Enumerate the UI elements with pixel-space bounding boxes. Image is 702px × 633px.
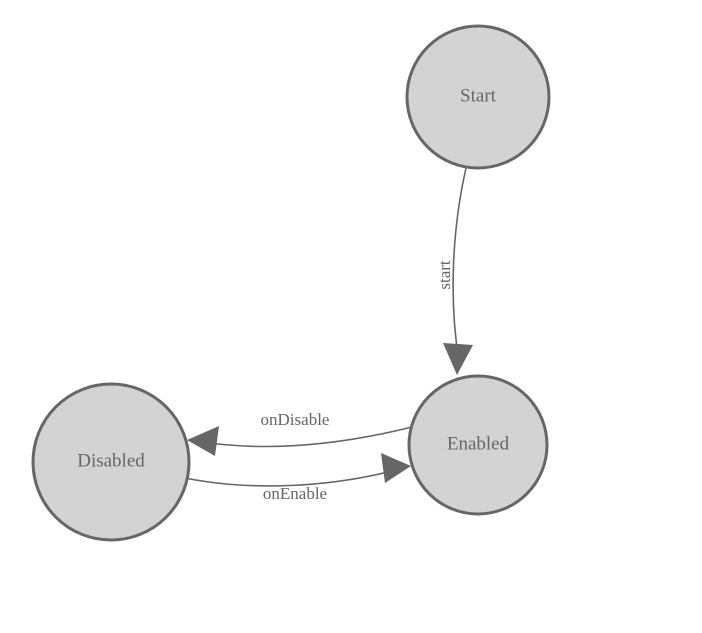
state-node-start-circle [405,24,551,170]
state-node-enabled[interactable]: Enabled [407,374,549,516]
state-node-enabled-circle [407,374,549,516]
state-node-enabled-label: Enabled [447,433,510,454]
edge-enabled-to-disabled[interactable]: onDisable [187,410,413,456]
edge-line-onenable [179,469,397,487]
edge-label-start: start [435,260,454,290]
edge-start-to-enabled[interactable]: start [435,167,473,375]
state-node-disabled-circle [31,382,191,542]
edge-line-ondisable [201,426,413,448]
edge-label-ondisable: onDisable [261,410,330,429]
state-node-disabled[interactable]: Disabled [31,382,191,542]
edge-line-start [452,167,467,363]
state-node-start[interactable]: Start [405,24,551,170]
edge-label-onenable: onEnable [263,484,327,503]
state-node-disabled-label: Disabled [77,450,145,471]
edge-arrowhead-ondisable [187,426,219,456]
edge-arrowhead-onenable [381,453,411,483]
edge-disabled-to-enabled[interactable]: onEnable [179,453,411,503]
state-node-start-label: Start [460,85,497,106]
edge-arrowhead-start [443,343,473,375]
